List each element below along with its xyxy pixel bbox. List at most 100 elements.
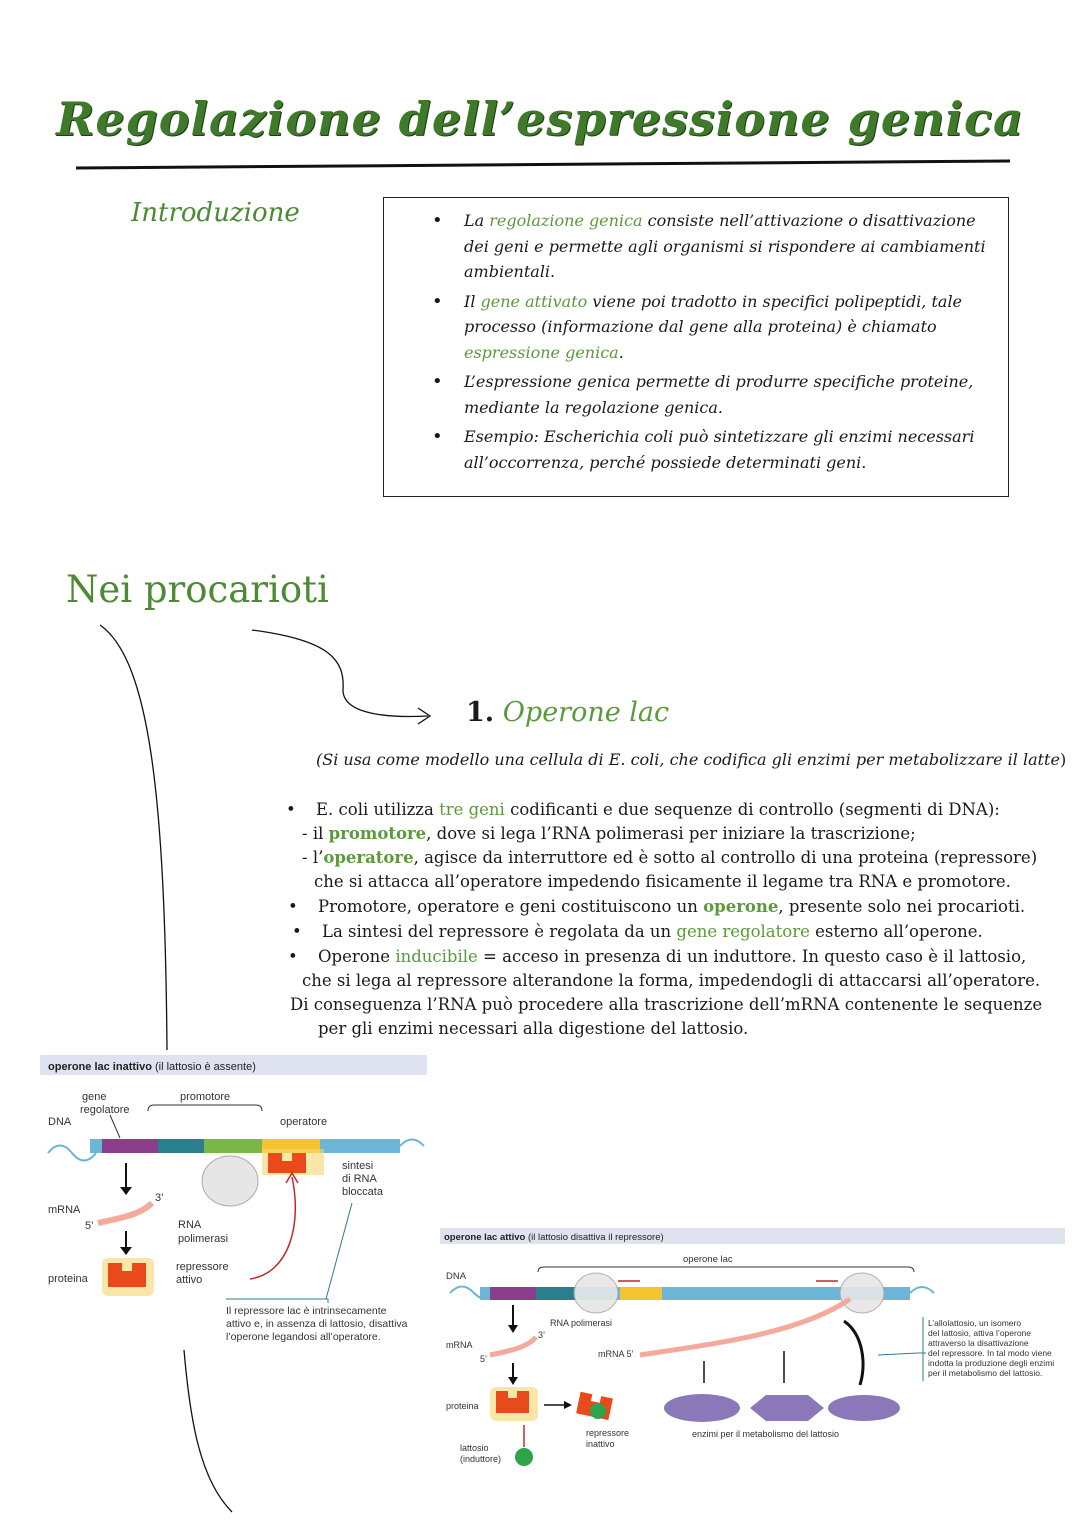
fig1-caption-1: Il repressore lac è intrinsecamente bbox=[226, 1305, 387, 1317]
fig2-five-prime: 5’ bbox=[480, 1354, 487, 1364]
intro-box: La regolazione genica consiste nell’atti… bbox=[383, 197, 1009, 497]
fig1-caption-3: l’operone legandosi all’operatore. bbox=[226, 1331, 381, 1343]
fig2-header: operone lac attivo (il lattosio disattiv… bbox=[444, 1232, 664, 1243]
fig2-header-bar bbox=[440, 1228, 1065, 1244]
fig1-gene-label: gene bbox=[82, 1091, 106, 1103]
fig1-rna-polimerasi-shape bbox=[201, 1155, 259, 1207]
fig1-repressore-label: repressore bbox=[176, 1261, 229, 1273]
model-note: (Si usa come modello una cellula di E. c… bbox=[316, 750, 1067, 769]
fig2-protein-arrow-head bbox=[564, 1401, 572, 1409]
fig1-bloccata-label: bloccata bbox=[342, 1186, 384, 1198]
fig1-attivo-label: attivo bbox=[176, 1274, 202, 1286]
fig2-operone-lac-label: operone lac bbox=[683, 1254, 733, 1265]
fig1-dna-helix-right bbox=[399, 1138, 425, 1147]
fig1-promotore-label: promotore bbox=[180, 1091, 230, 1103]
fig2-mrna-label: mRNA bbox=[446, 1340, 473, 1350]
fig1-five-prime: 5’ bbox=[85, 1220, 94, 1232]
body-p4c: Di conseguenza l’RNA può procedere alla … bbox=[290, 995, 1043, 1014]
fig2-operone-brace bbox=[537, 1266, 915, 1273]
fig2-enzyme-3 bbox=[828, 1395, 900, 1421]
fig2-mrna-strand bbox=[489, 1335, 538, 1358]
fig1-gene-regolatore-block bbox=[102, 1139, 158, 1153]
fig1-three-prime: 3’ bbox=[155, 1192, 164, 1204]
body-p4d: per gli enzimi necessari alla digestione… bbox=[318, 1019, 749, 1038]
arrow-head bbox=[417, 707, 432, 725]
fig2-mrna-long bbox=[639, 1296, 852, 1358]
fig1-polimerasi-label: polimerasi bbox=[178, 1233, 228, 1245]
fig1-rna-label: RNA bbox=[178, 1219, 202, 1231]
fig2-note-pointer bbox=[877, 1352, 926, 1356]
fig2-note-4: del repressore. In tal modo viene bbox=[928, 1348, 1052, 1358]
intro-bullet-4: Esempio: Escherichia coli può sintetizza… bbox=[432, 424, 988, 475]
fig1-caption-line bbox=[226, 1298, 329, 1303]
fig2-repressore-label: repressore bbox=[586, 1428, 629, 1438]
body-p1: E. coli utilizza tre geni codificanti e … bbox=[286, 798, 1000, 822]
fig1-mrna-label: mRNA bbox=[48, 1204, 81, 1216]
fig1-dna-helix bbox=[47, 1144, 97, 1162]
fig1-arrow-2-head bbox=[120, 1247, 132, 1255]
fig1-di-rna-label: di RNA bbox=[342, 1173, 378, 1185]
fig1-promotore-block bbox=[158, 1139, 204, 1153]
body-p1c: che si attacca all’operatore impedendo f… bbox=[314, 872, 1011, 891]
fig2-dna-label: DNA bbox=[446, 1271, 467, 1282]
subsection-title: 1. Operone lac bbox=[466, 697, 670, 728]
fig2-enzyme-arrow-3 bbox=[843, 1319, 865, 1386]
fig2-note-3: attraverso la disattivazione bbox=[928, 1338, 1029, 1348]
body-p4b: che si lega al repressore alterandone la… bbox=[302, 971, 1041, 990]
intro-bullet-1: La regolazione genica consiste nell’atti… bbox=[432, 208, 988, 285]
fig1-proteina-shape bbox=[108, 1263, 146, 1287]
fig1-caption-2: attivo e, in assenza di lattosio, disatt… bbox=[226, 1318, 408, 1330]
section-heading: Nei procarioti bbox=[66, 568, 329, 611]
fig2-operatore-block bbox=[620, 1287, 662, 1300]
fig2-rna-polimerasi-shape-2 bbox=[839, 1272, 885, 1314]
fig2-lattosio-label: lattosio bbox=[460, 1443, 489, 1453]
fig1-repressor-arrow bbox=[249, 1176, 297, 1280]
fig1-repressor-arrow-head bbox=[285, 1171, 299, 1184]
intro-bullet-3: L’espressione genica permette di produrr… bbox=[432, 369, 988, 420]
fig2-enzimi-label: enzimi per il metabolismo del lattosio bbox=[692, 1429, 839, 1439]
fig1-mrna-strand bbox=[97, 1200, 155, 1226]
fig2-inattivo-label: inattivo bbox=[586, 1439, 615, 1449]
fig2-induttore-label: (induttore) bbox=[460, 1454, 501, 1464]
fig2-lattosio-shape bbox=[515, 1448, 533, 1466]
fig2-note-2: del lattosio, attiva l’operone bbox=[928, 1328, 1031, 1338]
page-title: Regolazione dell’espressione genica bbox=[56, 92, 1024, 146]
fig1-header: operone lac inattivo (il lattosio è asse… bbox=[48, 1061, 256, 1073]
body-p2: Promotore, operatore e geni costituiscon… bbox=[288, 895, 1025, 919]
fig2-mrna5-label: mRNA 5’ bbox=[598, 1349, 634, 1359]
fig2-arrow-1-head bbox=[508, 1325, 518, 1333]
fig1-dna-label: DNA bbox=[48, 1116, 72, 1128]
title-underline bbox=[75, 159, 1011, 170]
fig2-note-6: per il metabolismo del lattosio. bbox=[928, 1368, 1042, 1378]
fig1-promoter-green-block bbox=[204, 1139, 262, 1153]
bracket-curve-left-bottom bbox=[183, 1349, 233, 1513]
fig1-gene-pointer bbox=[109, 1114, 121, 1139]
fig2-enzyme-2 bbox=[750, 1395, 824, 1421]
fig1-proteina-label: proteina bbox=[48, 1273, 89, 1285]
fig2-proteina-label: proteina bbox=[446, 1401, 479, 1411]
intro-label: Introduzione bbox=[131, 198, 300, 228]
fig1-repressor-on-operator bbox=[268, 1153, 306, 1173]
fig1-sintesi-label: sintesi bbox=[342, 1160, 373, 1172]
body-p1a: - il promotore, dove si lega l’RNA polim… bbox=[302, 824, 916, 843]
arrow-curve bbox=[251, 629, 429, 718]
fig2-rna-pol-label: RNA polimerasi bbox=[550, 1318, 612, 1328]
fig2-dna-helix-right bbox=[909, 1286, 935, 1294]
fig2-gene-regolatore-block bbox=[490, 1287, 536, 1300]
fig2-promotore-block bbox=[536, 1287, 576, 1300]
fig1-arrow-1-head bbox=[120, 1187, 132, 1195]
fig1-header-bar bbox=[40, 1055, 427, 1075]
body-p3: La sintesi del repressore è regolata da … bbox=[292, 920, 983, 944]
intro-bullet-2: Il gene attivato viene poi tradotto in s… bbox=[432, 289, 988, 366]
fig2-note-1: L’allolattosio, un isomero bbox=[928, 1318, 1021, 1328]
fig1-caption-pointer bbox=[325, 1202, 353, 1300]
figure-operone-attivo: operone lac attivo (il lattosio disattiv… bbox=[440, 1228, 1065, 1466]
fig2-enzyme-1 bbox=[664, 1394, 740, 1422]
fig2-rna-polimerasi-shape bbox=[573, 1272, 619, 1314]
fig1-promotore-brace bbox=[147, 1104, 263, 1112]
fig1-operatore-label: operatore bbox=[280, 1116, 327, 1128]
fig2-three-prime: 3’ bbox=[538, 1330, 545, 1340]
fig2-proteina-shape bbox=[496, 1391, 529, 1413]
body-p1b: - l’operatore, agisce da interruttore ed… bbox=[302, 848, 1038, 867]
